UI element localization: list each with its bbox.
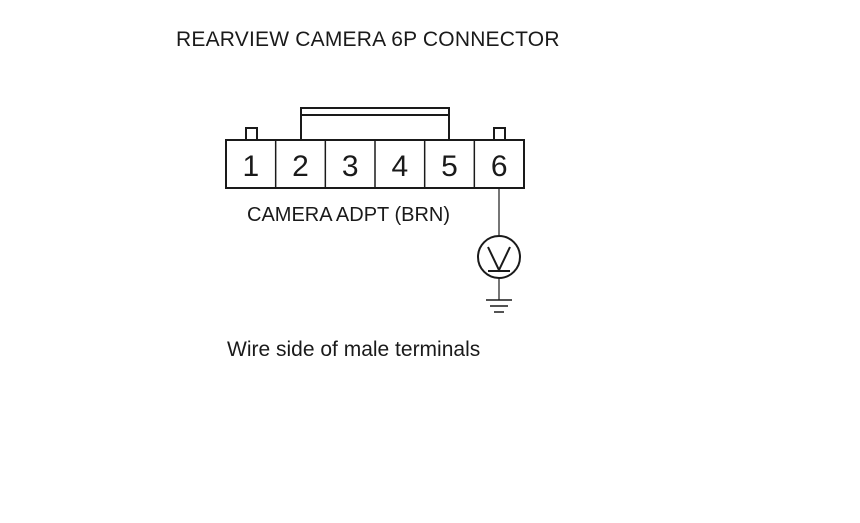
diagram-title: REARVIEW CAMERA 6P CONNECTOR <box>176 28 560 51</box>
terminal-4-label: 4 <box>391 150 408 183</box>
terminal-6-label: 6 <box>491 150 508 183</box>
connector-lock-tab <box>300 107 450 140</box>
terminal-1-label: 1 <box>242 150 259 183</box>
connector-right-tab <box>493 127 506 140</box>
terminal-2-label: 2 <box>292 150 309 183</box>
connector-left-tab <box>245 127 258 140</box>
terminal-3-label: 3 <box>342 150 359 183</box>
terminal-5-label: 5 <box>441 150 458 183</box>
caption: Wire side of male terminals <box>227 338 481 361</box>
terminal-cells <box>274 140 476 188</box>
ground-icon <box>486 299 512 313</box>
connector-label: CAMERA ADPT (BRN) <box>247 204 450 226</box>
voltmeter-v-symbol <box>487 246 511 273</box>
